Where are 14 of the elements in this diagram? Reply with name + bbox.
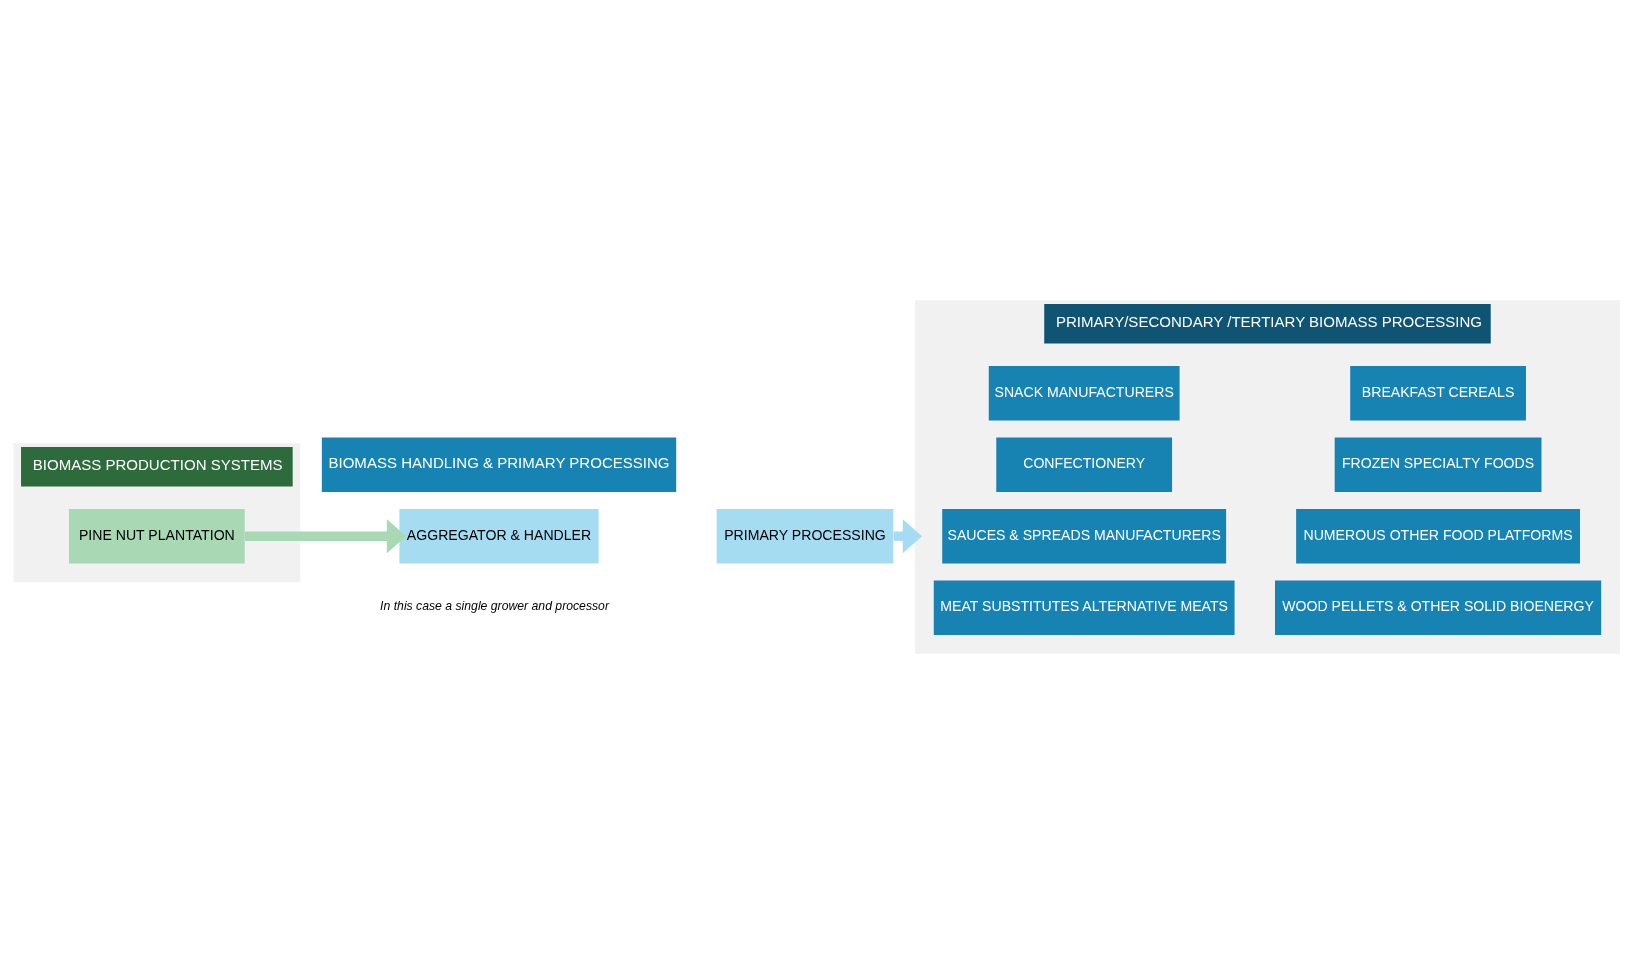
node-box: BREAKFAST CEREALS	[1350, 366, 1526, 421]
node-box: PINE NUT PLANTATION	[68, 508, 245, 564]
label: In this case a single grower and processor	[380, 598, 609, 613]
arrow	[245, 519, 407, 554]
node-box: NUMEROUS OTHER FOOD PLATFORMS	[1296, 508, 1580, 564]
node-box: FROZEN SPECIALTY FOODS	[1334, 437, 1542, 493]
node-box: BIOMASS HANDLING & PRIMARY PROCESSING	[321, 437, 677, 493]
node-box: SNACK MANUFACTURERS	[988, 366, 1180, 421]
node-box: AGGREGATOR & HANDLER	[399, 508, 599, 564]
node-box: SAUCES & SPREADS MANUFACTURERS	[942, 508, 1227, 564]
node-box: PRIMARY PROCESSING	[716, 508, 894, 564]
node-box: WOOD PELLETS & OTHER SOLID BIOENERGY	[1275, 580, 1602, 635]
node-box: CONFECTIONERY	[996, 437, 1173, 493]
node-box: MEAT SUBSTITUTES ALTERNATIVE MEATS	[933, 580, 1235, 635]
